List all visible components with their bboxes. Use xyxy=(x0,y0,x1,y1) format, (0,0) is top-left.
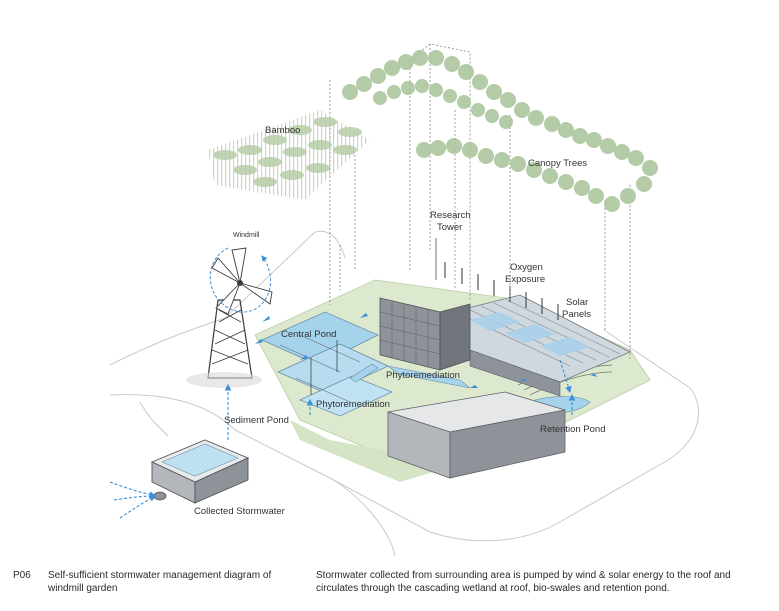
solid-flow-arrows xyxy=(255,313,597,388)
figure-code: P06 xyxy=(13,570,31,581)
stormwater-flow-arrows xyxy=(109,359,576,519)
figure-title: Self-sufficient stormwater management di… xyxy=(48,570,272,594)
windmill-garden-diagram: Bamboo Canopy Trees Windmill Research To… xyxy=(109,43,699,557)
canopy-trees xyxy=(342,50,658,212)
main-building xyxy=(387,391,566,479)
label-windmill: Windmill xyxy=(233,232,260,239)
label-canopy-trees: Canopy Trees xyxy=(528,158,587,169)
research-tower xyxy=(379,297,471,371)
stormwater-tank xyxy=(150,439,250,504)
pond-dividers xyxy=(279,334,361,403)
phytoremediation-channels xyxy=(349,363,471,389)
label-phytoremediation-upper: Phytoremediation xyxy=(386,370,460,381)
solid-leaders xyxy=(310,238,437,395)
label-research-tower-line2: Tower xyxy=(437,222,462,233)
solar-panel-masts xyxy=(444,262,559,320)
label-phytoremediation-lower: Phytoremediation xyxy=(316,399,390,410)
bamboo-grove xyxy=(208,110,370,200)
label-retention-pond: Retention Pond xyxy=(540,424,606,435)
windmill xyxy=(186,247,273,388)
lawn-strip xyxy=(290,420,440,482)
label-oxygen-exposure-line1: Oxygen xyxy=(510,262,543,273)
label-collected-stormwater: Collected Stormwater xyxy=(194,506,285,517)
label-research-tower-line1: Research xyxy=(430,210,471,221)
label-oxygen-exposure-line2: Exposure xyxy=(505,274,545,285)
windmill-rotation-arrow xyxy=(209,247,271,313)
label-solar-panels-line2: Panels xyxy=(562,309,591,320)
label-sediment-pond: Sediment Pond xyxy=(224,415,289,426)
road-outlines xyxy=(109,230,699,557)
figure-description: Stormwater collected from surrounding ar… xyxy=(316,570,731,594)
label-central-pond: Central Pond xyxy=(281,329,336,340)
label-solar-panels-line1: Solar xyxy=(566,297,588,308)
label-bamboo: Bamboo xyxy=(265,125,300,136)
windmill-blades xyxy=(211,247,273,315)
